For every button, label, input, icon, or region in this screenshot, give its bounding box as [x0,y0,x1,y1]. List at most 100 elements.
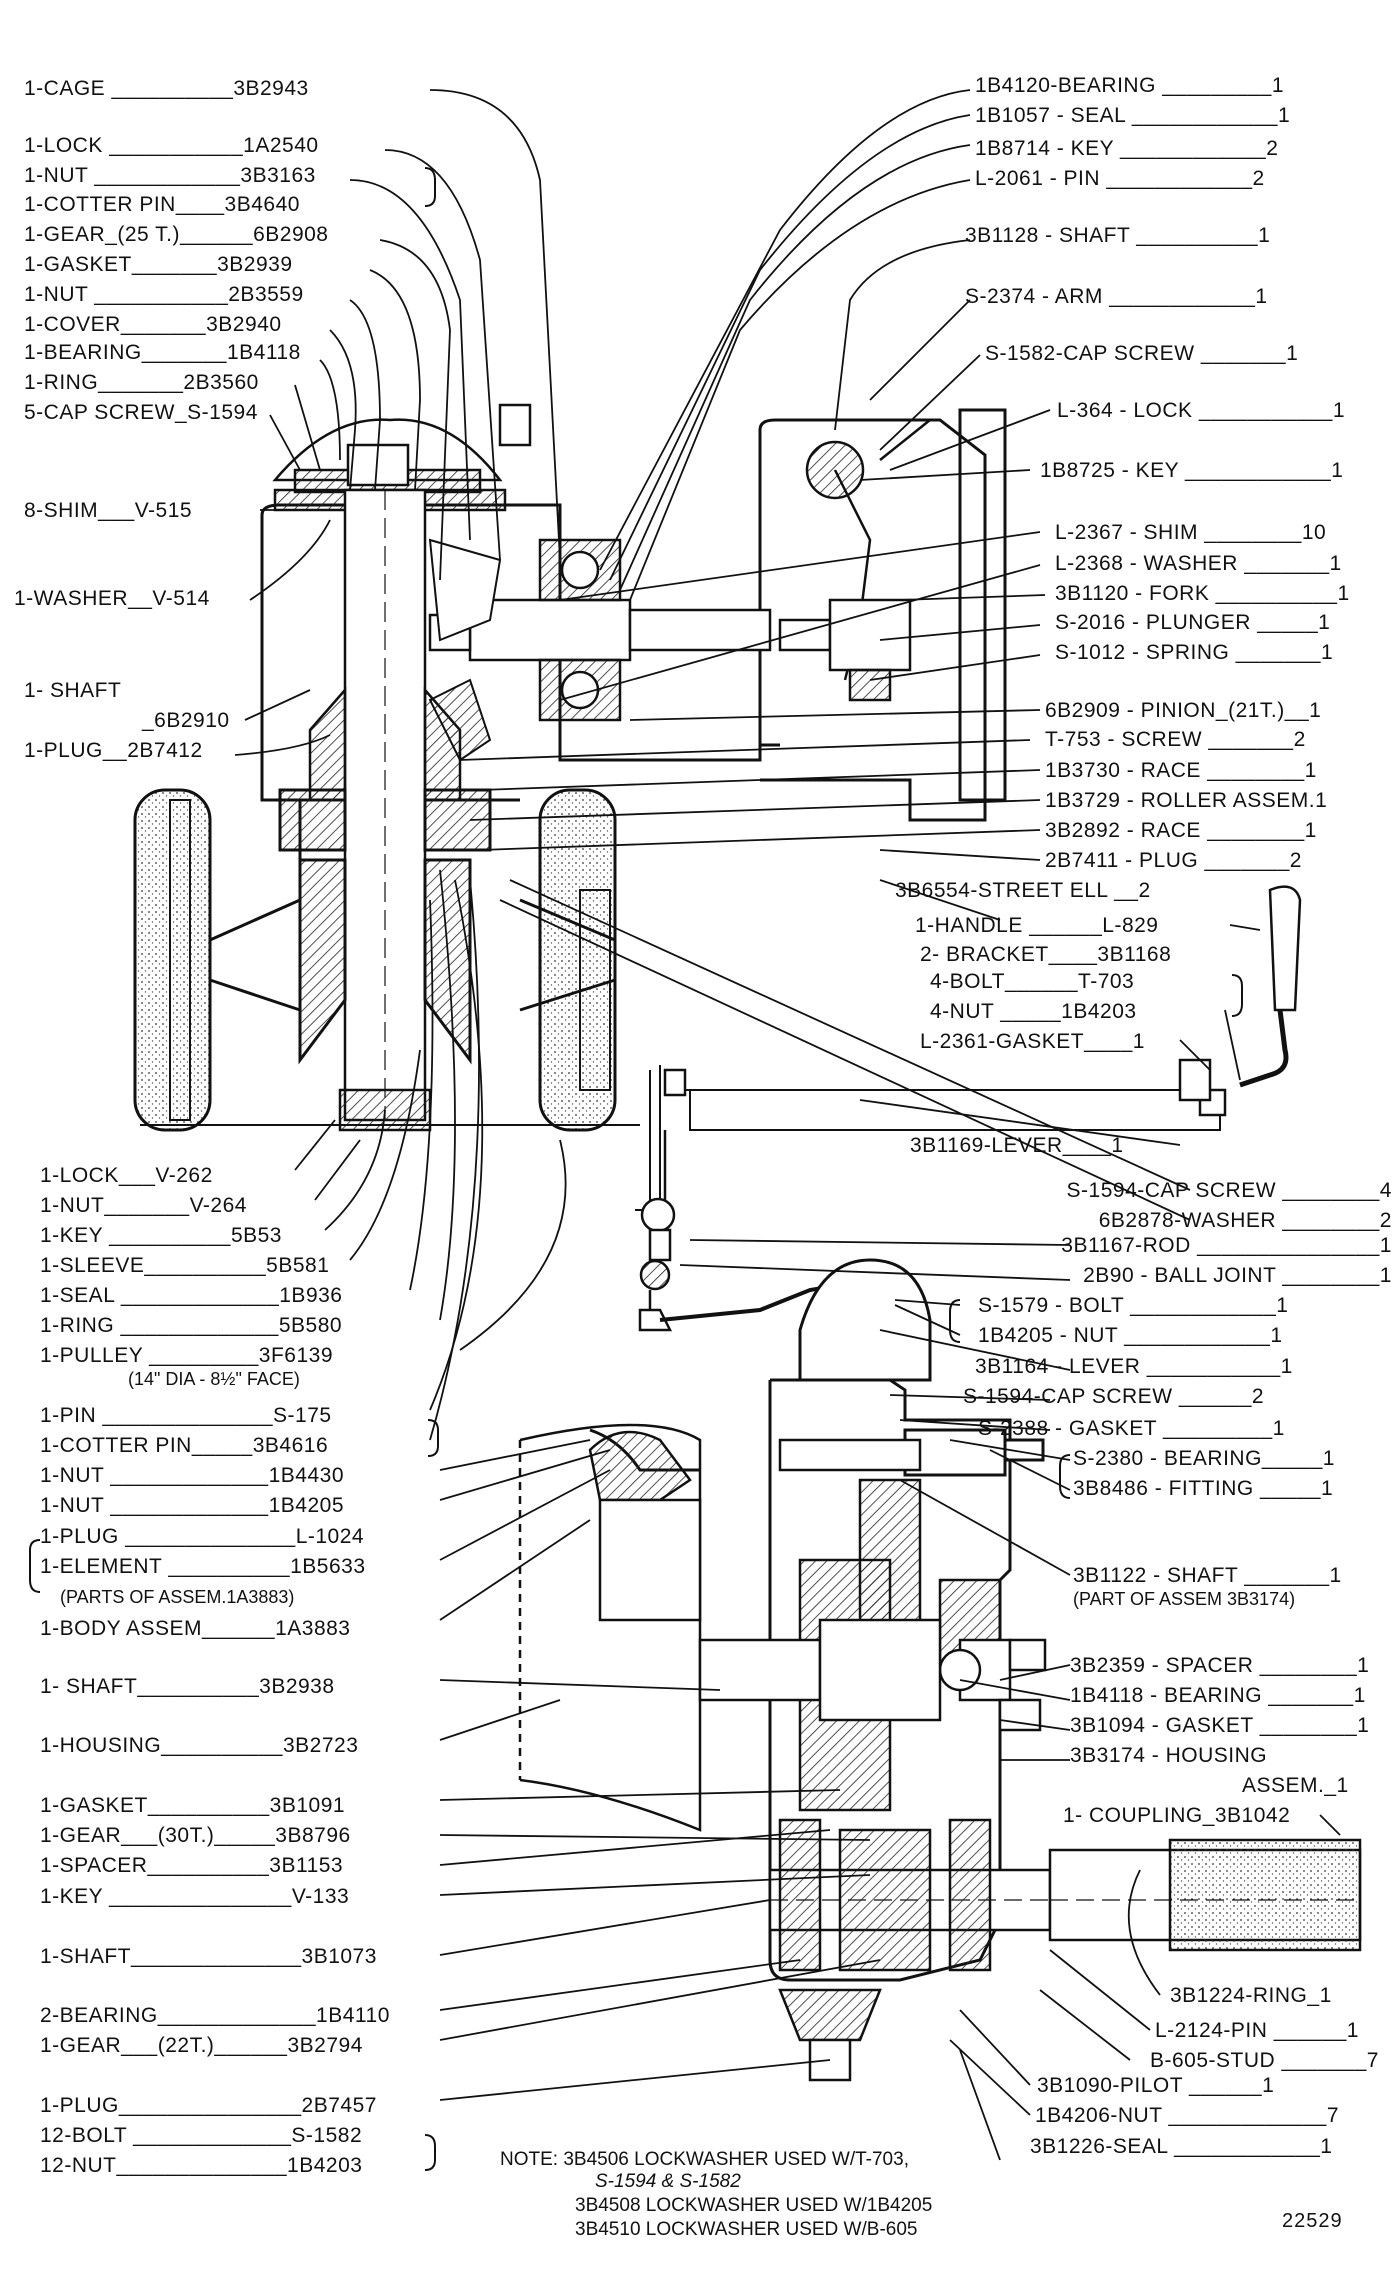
leader-lines-right [459,89,1341,2161]
part-label: 1-COVER_______3B2940 [24,313,282,336]
part-label: 1- SHAFT__________3B2938 [40,1675,335,1698]
body-assembly [588,1430,942,1722]
part-label: 1-GASKET__________3B1091 [40,1794,346,1817]
part-label: S-1012 - SPRING _______1 [1055,641,1334,664]
part-label: 1-KEY __________5B53 [40,1224,282,1247]
control-handle [1178,885,1302,1117]
part-label: 1B3729 - ROLLER ASSEM.1 [1045,789,1328,812]
part-label: ASSEM._1 [1242,1774,1349,1797]
part-label: 1-SHAFT______________3B1073 [40,1945,377,1968]
part-label: 1B8725 - KEY ____________1 [1040,459,1344,482]
part-label: S-2016 - PLUNGER _____1 [1055,611,1331,634]
pinion-shaft [428,538,772,722]
note-line-2: S-1594 & S-1582 [595,2171,741,2192]
part-label: S-1594-CAP SCREW ______2 [963,1385,1265,1408]
part-label: 3B1090-PILOT ______1 [1037,2074,1275,2097]
part-label: 1B8714 - KEY ____________2 [975,137,1279,160]
output-shaft [768,1818,1362,1972]
part-label: 1-BODY ASSEM______1A3883 [40,1617,351,1640]
part-label: 2- BRACKET____3B1168 [920,943,1172,966]
pulley [133,788,617,1132]
part-label: S-2388 - GASKET _________1 [978,1417,1285,1440]
part-label: 3B1167-ROD _______________1 [1061,1234,1392,1257]
part-label: 1- SHAFT [24,679,122,702]
part-label: 1-GEAR___(22T.)______3B2794 [40,2034,363,2057]
part-label: 1-LOCK___V-262 [40,1164,213,1187]
part-label: 3B1120 - FORK __________1 [1055,582,1350,605]
part-label: 12-NUT______________1B4203 [40,2154,363,2177]
part-label: L-2061 - PIN ____________2 [975,167,1265,190]
pulley-size-note: (14" DIA - 8½" FACE) [128,1369,300,1389]
parts-of-assem-note: (PARTS OF ASSEM.1A3883) [60,1587,295,1607]
part-label: 3B1169-LEVER____1 [910,1134,1124,1157]
part-label: 4-BOLT______T-703 [930,970,1135,993]
part-label: 6B2909 - PINION_(21T.)__1 [1045,699,1322,722]
part-of-assem-note: (PART OF ASSEM 3B3174) [1073,1589,1296,1609]
part-label: 3B6554-STREET ELL __2 [895,879,1151,902]
part-label: 1-HANDLE ______L-829 [915,914,1159,937]
part-label: S-1594-CAP SCREW ________4 [1066,1179,1392,1202]
part-label: 3B1094 - GASKET ________1 [1070,1714,1370,1737]
figure-number: 22529 [1282,2210,1343,2232]
part-label: 1B4206-NUT _____________7 [1035,2104,1340,2127]
part-label: 1-ELEMENT __________1B5633 [40,1555,366,1578]
part-label: L-2361-GASKET____1 [920,1030,1145,1053]
part-label: 1-PLUG ______________L-1024 [40,1525,365,1548]
shift-fork [778,419,931,702]
part-label: 5-CAP SCREW_S-1594 [24,401,258,424]
part-label: L-2367 - SHIM ________10 [1055,521,1327,544]
part-label: 3B1226-SEAL ____________1 [1030,2135,1333,2158]
part-label: 1-COTTER PIN____3B4640 [24,193,300,216]
part-label: 3B8486 - FITTING _____1 [1073,1477,1334,1500]
bottom-plug [778,1988,882,2082]
part-label: 1-GASKET_______3B2939 [24,253,293,276]
part-label: 1-SEAL _____________1B936 [40,1284,343,1307]
part-label: 1-NUT _____________1B4430 [40,1464,345,1487]
part-label: 1-PLUG__2B7412 [24,739,203,762]
part-label: 1-RING_______2B3560 [24,371,259,394]
part-label: 3B2359 - SPACER ________1 [1070,1654,1370,1677]
part-label: 1-PIN ______________S-175 [40,1404,332,1427]
part-label: 1B3730 - RACE ________1 [1045,759,1317,782]
part-label: T-753 - SCREW _______2 [1045,728,1306,751]
part-label: 1-NUT_______V-264 [40,1194,247,1217]
part-label: L-2368 - WASHER _______1 [1055,552,1342,575]
note-line-4: 3B4510 LOCKWASHER USED W/B-605 [575,2219,918,2240]
part-label: 3B1164 - LEVER ___________1 [975,1355,1293,1378]
part-label: 1-COTTER PIN_____3B4616 [40,1434,329,1457]
part-label: 1B4205 - NUT ____________1 [978,1324,1283,1347]
part-label: 1B1057 - SEAL ____________1 [975,104,1291,127]
part-label: 12-BOLT _____________S-1582 [40,2124,363,2147]
part-label: 1B4118 - BEARING _______1 [1070,1684,1366,1707]
upper-cap [272,403,532,512]
part-label: 2-BEARING_____________1B4110 [40,2004,390,2027]
part-label: 1- COUPLING_3B1042 [1063,1804,1291,1827]
part-label: S-2374 - ARM ____________1 [965,285,1268,308]
part-label: 6B2878-WASHER ________2 [1098,1209,1392,1232]
part-label: 1-GEAR___(30T.)_____3B8796 [40,1824,351,1847]
part-label: 1-RING _____________5B580 [40,1314,343,1337]
part-label: 1-LOCK ___________1A2540 [24,134,319,157]
part-label: 1-NUT ___________2B3559 [24,283,304,306]
part-label: S-1579 - BOLT ____________1 [978,1294,1289,1317]
part-label: 3B1128 - SHAFT __________1 [965,224,1271,247]
group-braces [29,167,1243,2171]
part-label: 3B1122 - SHAFT _______1 [1073,1564,1342,1587]
note-line-1: NOTE: 3B4506 LOCKWASHER USED W/T-703, [500,2149,909,2170]
part-label: 1-CAGE __________3B2943 [24,77,309,100]
vertical-shaft [308,488,462,1132]
part-label: _6B2910 [142,709,230,732]
part-label: 1-NUT ____________3B3163 [24,164,316,187]
part-label: 1-PULLEY _________3F6139 [40,1344,334,1367]
part-label: 1B4120-BEARING _________1 [975,74,1285,97]
note-line-3: 3B4508 LOCKWASHER USED W/1B4205 [575,2195,933,2216]
part-label: 3B1224-RING_1 [1170,1984,1332,2007]
part-label: 2B7411 - PLUG _______2 [1045,849,1302,872]
part-label: S-1582-CAP SCREW _______1 [985,342,1299,365]
part-label: 1-BEARING_______1B4118 [24,341,301,364]
bevel-gear [428,538,502,762]
part-label: L-364 - LOCK ___________1 [1057,399,1346,422]
leader-lines-left [234,89,881,2101]
part-label: 4-NUT _____1B4203 [930,1000,1137,1023]
